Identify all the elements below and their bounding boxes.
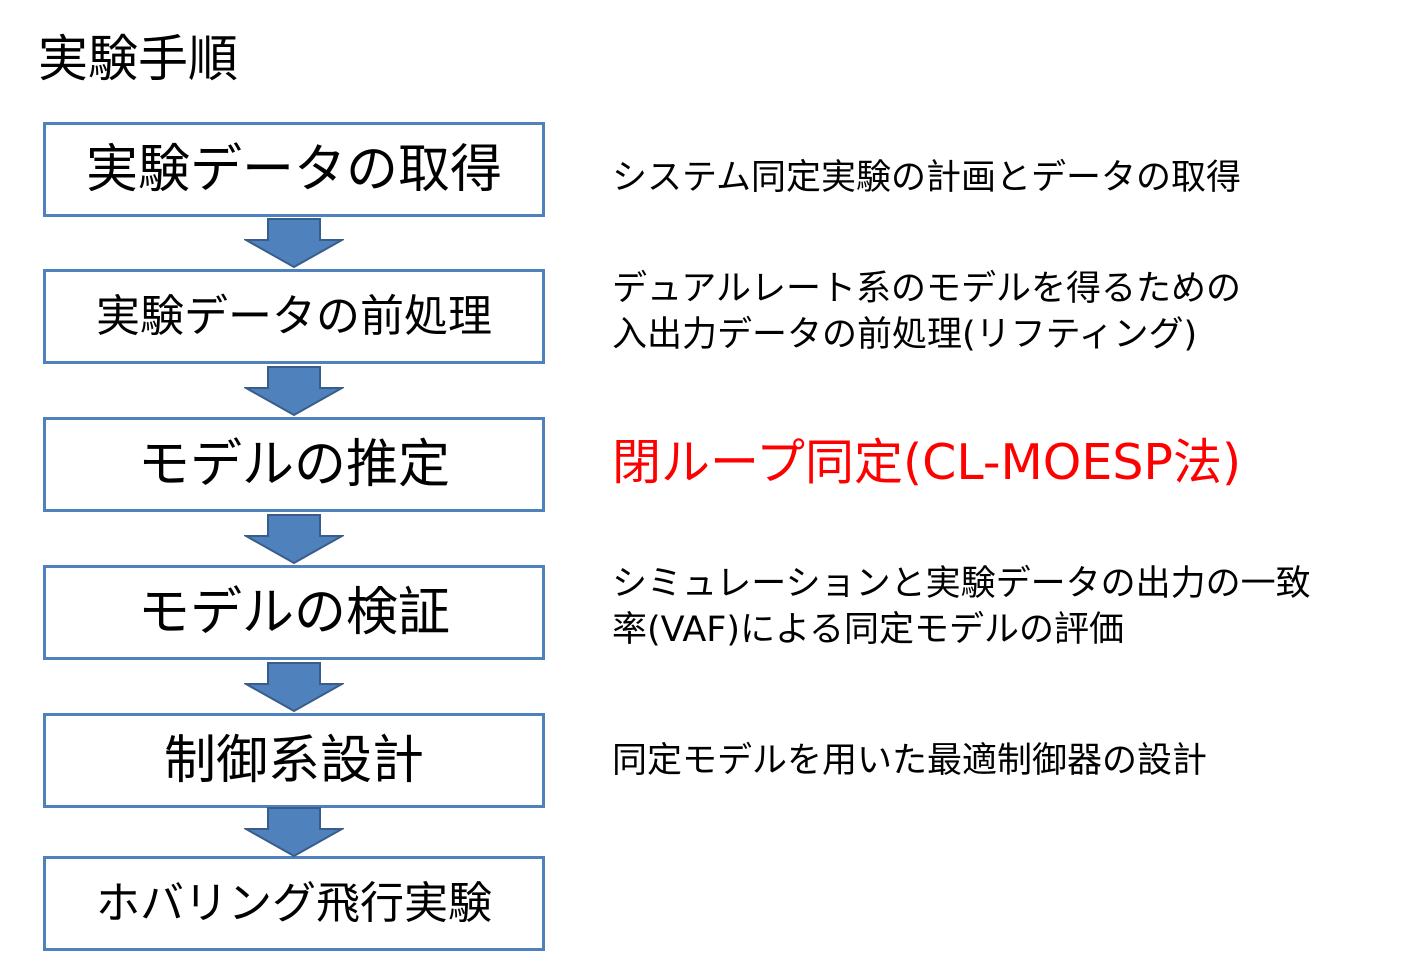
step-box-preprocessing: 実験データの前処理: [43, 269, 545, 364]
down-arrow-icon: [244, 662, 344, 713]
step-label: 実験データの取得: [85, 139, 502, 200]
step-box-model-validation: モデルの検証: [43, 565, 545, 660]
description-line: 同定モデルを用いた最適制御器の設計: [612, 741, 1208, 781]
step-label: 制御系設計: [163, 730, 424, 791]
page-title: 実験手順: [38, 30, 238, 88]
description-line-highlight: 閉ループ同定(CL-MOESP法): [612, 434, 1242, 491]
step-box-hovering-experiment: ホバリング飛行実験: [43, 856, 545, 951]
step-description-controller-design: 同定モデルを用いた最適制御器の設計: [612, 738, 1207, 784]
description-line: デュアルレート系のモデルを得るための: [612, 269, 1241, 309]
description-line: 率(VAF)による同定モデルの評価: [612, 610, 1125, 650]
down-arrow-icon: [244, 514, 344, 565]
description-line: 入出力データの前処理(リフティング): [612, 315, 1198, 355]
step-description-model-estimation: 閉ループ同定(CL-MOESP法): [612, 433, 1241, 493]
step-label: モデルの検証: [137, 582, 450, 643]
step-description-data-acquisition: システム同定実験の計画とデータの取得: [612, 155, 1241, 201]
step-label: 実験データの前処理: [96, 290, 492, 342]
step-box-data-acquisition: 実験データの取得: [43, 122, 545, 217]
description-line: シミュレーションと実験データの出力の一致: [612, 564, 1311, 604]
step-description-model-validation: シミュレーションと実験データの出力の一致 率(VAF)による同定モデルの評価: [612, 561, 1311, 653]
step-box-controller-design: 制御系設計: [43, 713, 545, 808]
step-description-preprocessing: デュアルレート系のモデルを得るための 入出力データの前処理(リフティング): [612, 266, 1241, 358]
down-arrow-icon: [244, 218, 344, 269]
down-arrow-icon: [244, 366, 344, 417]
step-box-model-estimation: モデルの推定: [43, 417, 545, 512]
step-label: ホバリング飛行実験: [96, 877, 492, 929]
down-arrow-icon: [244, 807, 344, 858]
step-label: モデルの推定: [137, 434, 450, 495]
description-line: システム同定実験の計画とデータの取得: [612, 158, 1241, 198]
